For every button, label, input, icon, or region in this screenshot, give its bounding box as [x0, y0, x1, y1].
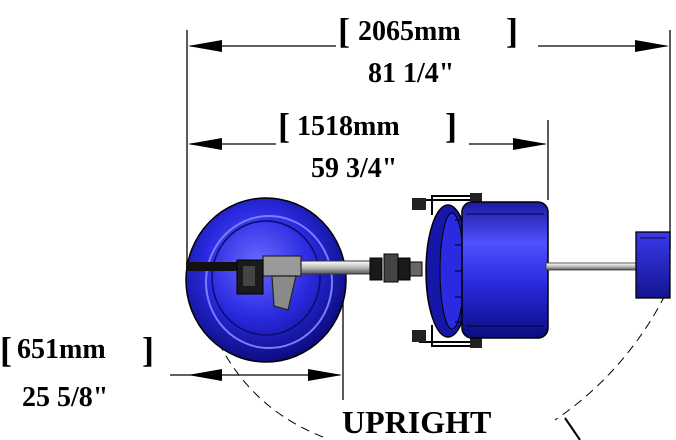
swing-arc [213, 294, 666, 438]
dish [185, 197, 347, 363]
cart-wheel-top [412, 198, 426, 210]
upright-label: UPRIGHT [342, 404, 491, 440]
dim-base-cart-imperial: 59 3/4" [311, 153, 397, 184]
equipment [185, 193, 671, 363]
dim-base-cart-bracket: [ [278, 106, 290, 146]
cart-wheel-bottom2 [470, 338, 482, 348]
dim-dish-bracket-end: ] [142, 330, 154, 370]
end-block [635, 231, 671, 299]
dish-inner [211, 220, 321, 336]
dish-rim [205, 215, 333, 349]
dim-base-cart-bracket-end: ] [445, 106, 457, 146]
dim-overall-bracket-end: ] [506, 11, 518, 51]
handle-grip [236, 255, 302, 311]
rod-coupling [369, 253, 423, 283]
rear-rod [545, 262, 641, 271]
dim-overall: [ 2065mm ] 81 1/4" [338, 11, 518, 89]
dim-dish-bracket: [ [0, 330, 12, 370]
dim-dish: [ 651mm ] 25 5/8" [0, 330, 154, 413]
swing-arrow-line [564, 417, 581, 440]
dim-overall-bracket: [ [338, 11, 350, 51]
dim-dish-metric: 651mm [17, 334, 106, 365]
dimension-arrowheads [188, 40, 669, 381]
dish-cable [186, 262, 244, 271]
dim-dish-imperial: 25 5/8" [22, 382, 108, 413]
cart-wheel-bottom [412, 330, 426, 342]
cart-body [461, 201, 549, 339]
dim-overall-metric: 2065mm [358, 16, 461, 47]
dim-base-cart: [ 1518mm ] 59 3/4" [278, 106, 457, 184]
dim-base-cart-metric: 1518mm [297, 111, 400, 142]
cart-wheel-top2 [470, 193, 482, 203]
dim-overall-imperial: 81 1/4" [368, 58, 454, 89]
